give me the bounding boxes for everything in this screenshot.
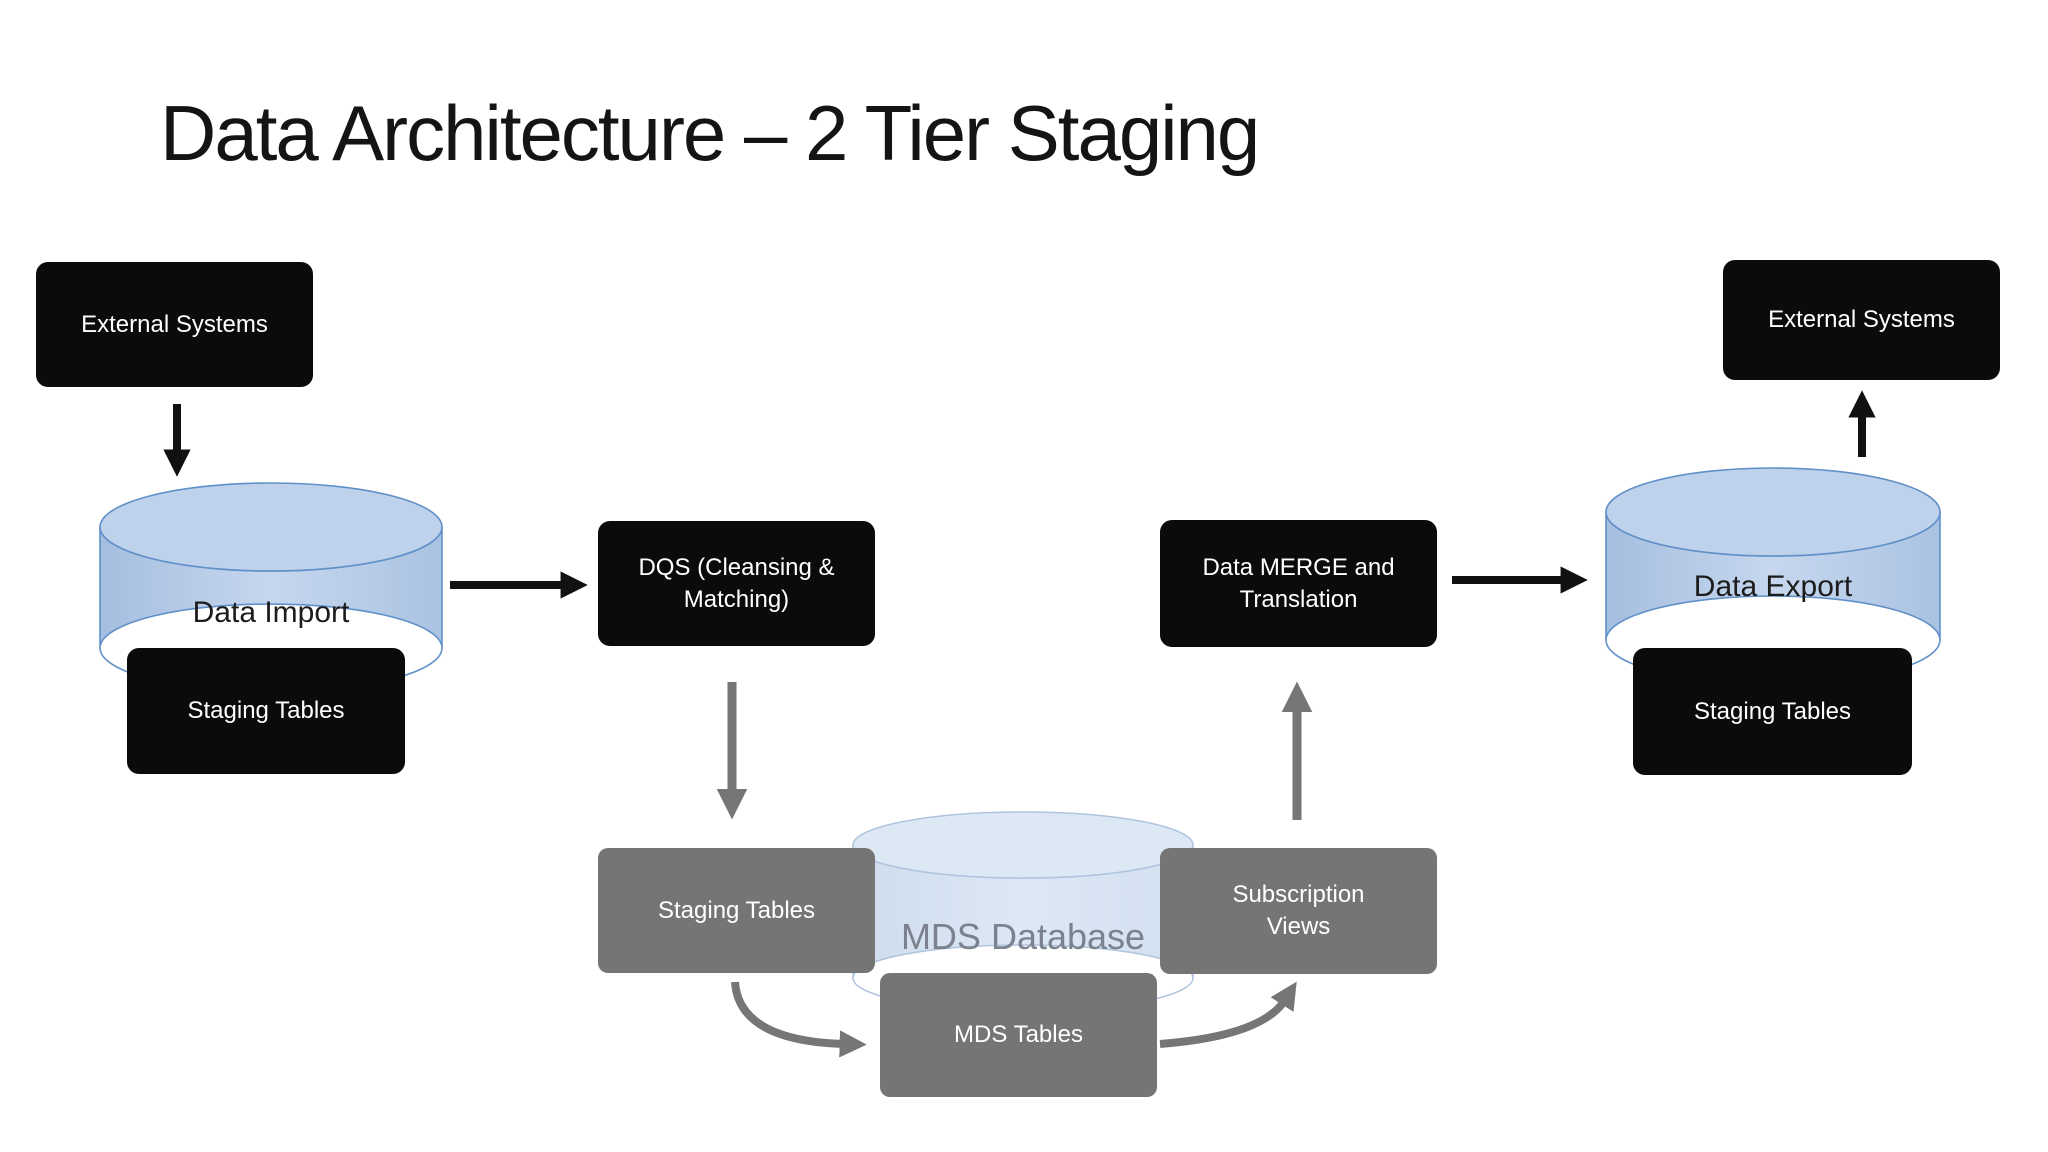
staging-tables-center-box: Staging Tables	[598, 848, 875, 973]
staging-tables-left-box: Staging Tables	[127, 648, 405, 774]
subscription-views-box: Subscription Views	[1160, 848, 1437, 974]
staging-tables-center-label: Staging Tables	[657, 896, 815, 924]
staging-tables-right-box: Staging Tables	[1633, 648, 1912, 775]
arrow-mds-tables-to-subscription	[1159, 981, 1297, 1048]
dqs-box: DQS (Cleansing & Matching)	[598, 521, 875, 646]
data-merge-box: Data MERGE and Translation	[1160, 520, 1437, 647]
data-export-label: Data Export	[1693, 570, 1853, 603]
data-merge-label: Data MERGE and Translation	[1202, 553, 1395, 613]
external-systems-left-box: External Systems	[36, 262, 313, 387]
staging-tables-left-label: Staging Tables	[187, 697, 345, 725]
external-systems-right-label: External Systems	[1768, 306, 1955, 334]
data-import-label: Data Import	[192, 596, 350, 629]
mds-tables-box: MDS Tables	[880, 973, 1157, 1097]
external-systems-left-label: External Systems	[81, 310, 268, 338]
page-title: Data Architecture – 2 Tier Staging	[160, 89, 1260, 177]
mds-database-label: MDS Database	[900, 916, 1146, 957]
dqs-label: DQS (Cleansing & Matching)	[638, 553, 835, 613]
subscription-views-label: Subscription Views	[1232, 881, 1365, 940]
external-systems-right-box: External Systems	[1723, 260, 2000, 380]
mds-tables-label: MDS Tables	[954, 1021, 1083, 1049]
arrow-staging-to-mds-tables	[731, 981, 867, 1058]
staging-tables-right-label: Staging Tables	[1693, 697, 1851, 725]
